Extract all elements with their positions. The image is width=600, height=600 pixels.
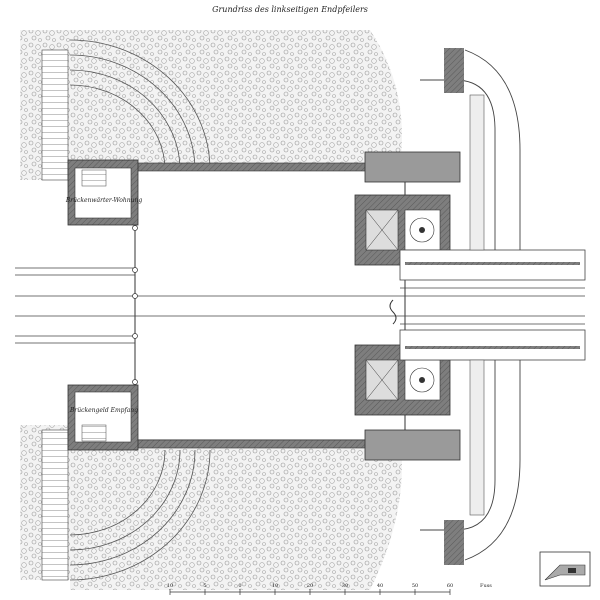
scale-tick-label: 50 — [412, 583, 418, 589]
scale-tick-label: 0 — [238, 583, 241, 589]
scale-tick-label: 40 — [377, 583, 383, 589]
portal-tower-lower — [354, 344, 461, 461]
river-wall — [444, 48, 485, 565]
approach-road — [15, 267, 400, 344]
scale-tick-label: 5 — [203, 583, 206, 589]
keeper-house: Brückenwärter-Wohnung — [65, 159, 142, 226]
embankment-steps — [69, 39, 211, 581]
bridge-span — [399, 249, 586, 361]
drawing-title: Grundriss des linkseitigen Endpfeilers — [212, 5, 368, 14]
scale-tick-label: 10 — [167, 583, 173, 589]
scale-unit: Fuss — [480, 583, 492, 589]
scale-tick-label: 30 — [342, 583, 348, 589]
scale-tick-label: 60 — [447, 583, 453, 589]
toll-house-label: Brückengeld Empfang — [69, 407, 138, 414]
left-stairs — [41, 49, 69, 581]
portal-tower-upper — [354, 151, 461, 266]
toll-house: Brückengeld Empfang — [67, 384, 139, 451]
truss-marks — [405, 262, 580, 349]
key-plan — [539, 551, 591, 587]
gate-posts — [132, 225, 138, 385]
scale-tick-label: 20 — [307, 583, 313, 589]
keeper-house-label: Brückenwärter-Wohnung — [65, 197, 142, 204]
expansion-joint — [389, 299, 397, 325]
scale-tick-label: 10 — [272, 583, 278, 589]
